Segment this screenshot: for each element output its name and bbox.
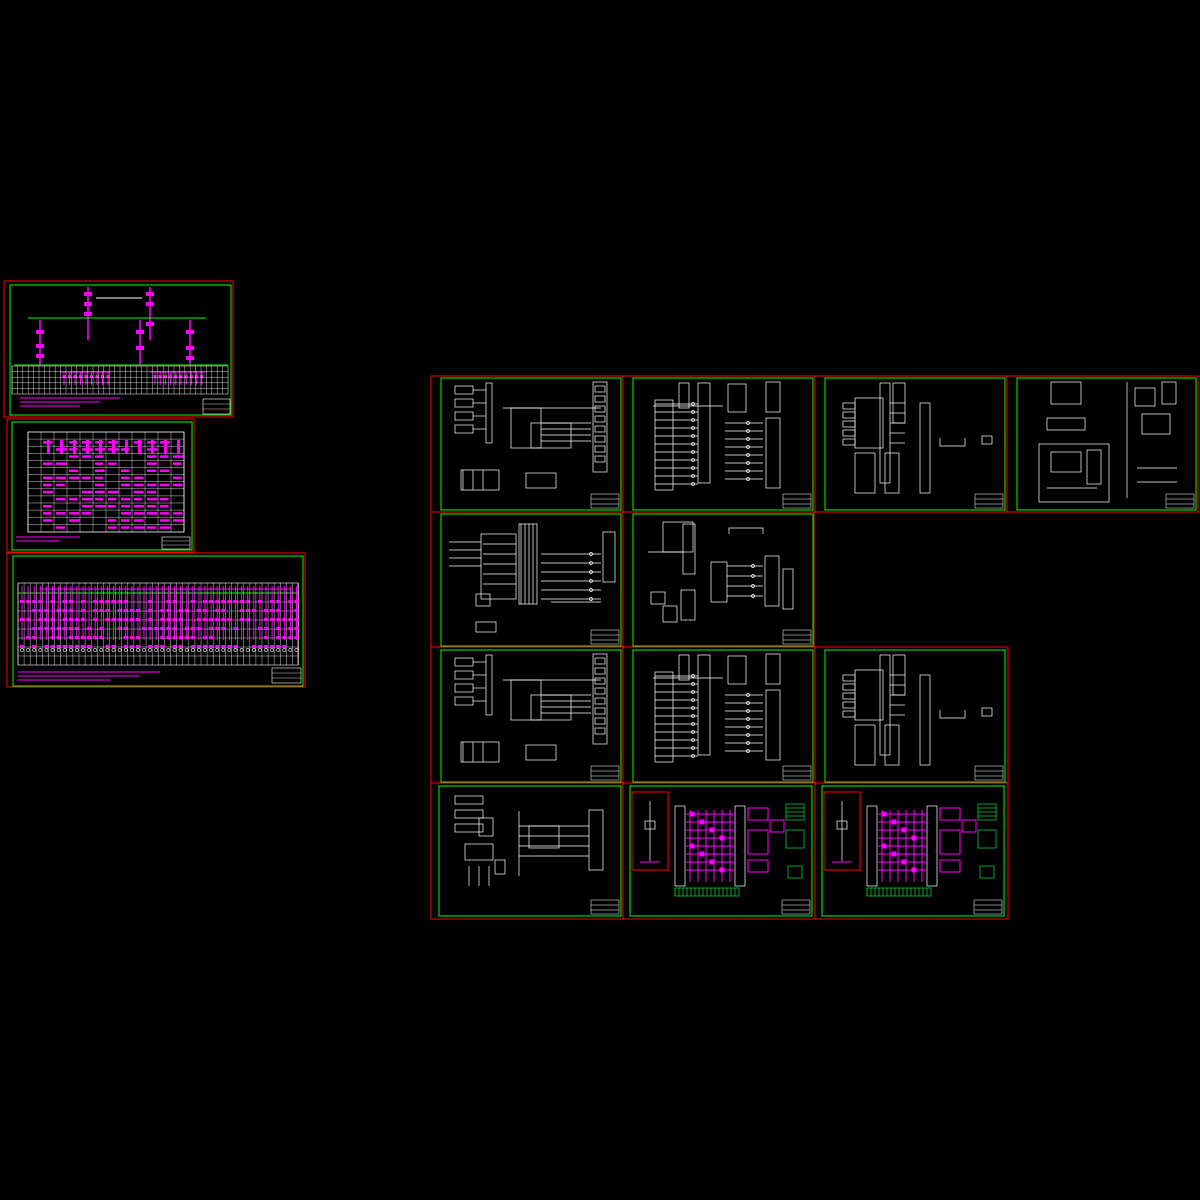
sheet-R12-wiring-diagram[interactable] (821, 785, 1005, 917)
sheet-L3-switchgear-lineup[interactable] (6, 552, 306, 688)
sheet-R1-control-schematic[interactable] (440, 377, 622, 511)
sheet-R6-control-schematic[interactable] (632, 513, 814, 647)
sheet-group-right (430, 375, 1199, 920)
sheet-R5-control-schematic[interactable] (440, 513, 622, 647)
sheet-R10-control-schematic[interactable] (438, 785, 622, 917)
sheet-R11-wiring-diagram[interactable] (629, 785, 813, 917)
sheet-L1-single-line-diagram[interactable] (3, 280, 234, 418)
sheet-R8-control-schematic[interactable] (632, 649, 814, 783)
sheet-R2-control-schematic[interactable] (632, 377, 814, 511)
sheet-R3-terminal-schematic[interactable] (824, 377, 1006, 511)
sheet-R4-control-schematic[interactable] (1016, 377, 1197, 511)
sheet-R9-terminal-schematic[interactable] (824, 649, 1006, 783)
sheet-R7-control-schematic[interactable] (440, 649, 622, 783)
sheet-L2-panel-schedule[interactable] (6, 418, 195, 553)
